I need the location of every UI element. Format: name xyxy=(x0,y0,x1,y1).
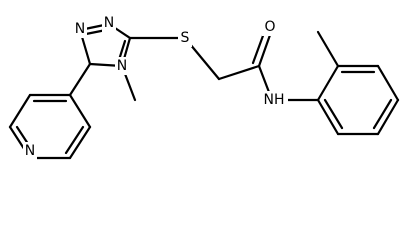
atom-o: O xyxy=(262,18,278,36)
atom-n1-label: N xyxy=(104,15,114,31)
atom-s-label: S xyxy=(181,30,190,46)
bond-ar6-ar1-inner xyxy=(323,98,344,130)
bond-py3-py2 xyxy=(8,93,32,129)
structure-diagram: N N N S O NH N xyxy=(8,14,400,160)
atom-n2-label: N xyxy=(75,21,85,37)
atom-nh: NH xyxy=(260,91,288,109)
bond-py6-py5 xyxy=(68,125,92,160)
atom-n2: N xyxy=(73,20,87,38)
atom-s: S xyxy=(178,29,192,47)
atom-nh-label: NH xyxy=(264,92,285,108)
bond-ar4-ar5-inner xyxy=(372,98,393,130)
atom-n4-label: N xyxy=(117,58,127,74)
bond-ch2-co xyxy=(217,64,261,81)
atom-n4: N xyxy=(115,57,129,75)
atom-n1: N xyxy=(102,14,116,32)
bond-py5-py4 xyxy=(68,93,92,129)
atom-o-label: O xyxy=(264,19,275,35)
bonds xyxy=(8,22,400,160)
bond-c5-py4 xyxy=(68,62,92,97)
atom-n-pyridine-label: N xyxy=(25,143,35,159)
bond-ar3-ar4 xyxy=(376,64,400,102)
bond-ar4-ar5 xyxy=(376,98,400,136)
bond-py6-py5-inner xyxy=(64,125,85,155)
atom-n-pyridine: N xyxy=(23,142,37,160)
molecule-drawing: N N N S O NH N xyxy=(8,14,400,160)
bond-co-o-b xyxy=(251,31,266,65)
bond-ar6-ar1 xyxy=(316,98,340,136)
bond-ar2-methyl xyxy=(316,30,340,68)
bond-ar1-ar2 xyxy=(316,64,340,102)
bond-co-o-a xyxy=(257,33,272,68)
atom-labels: N N N S O NH N xyxy=(23,14,288,160)
